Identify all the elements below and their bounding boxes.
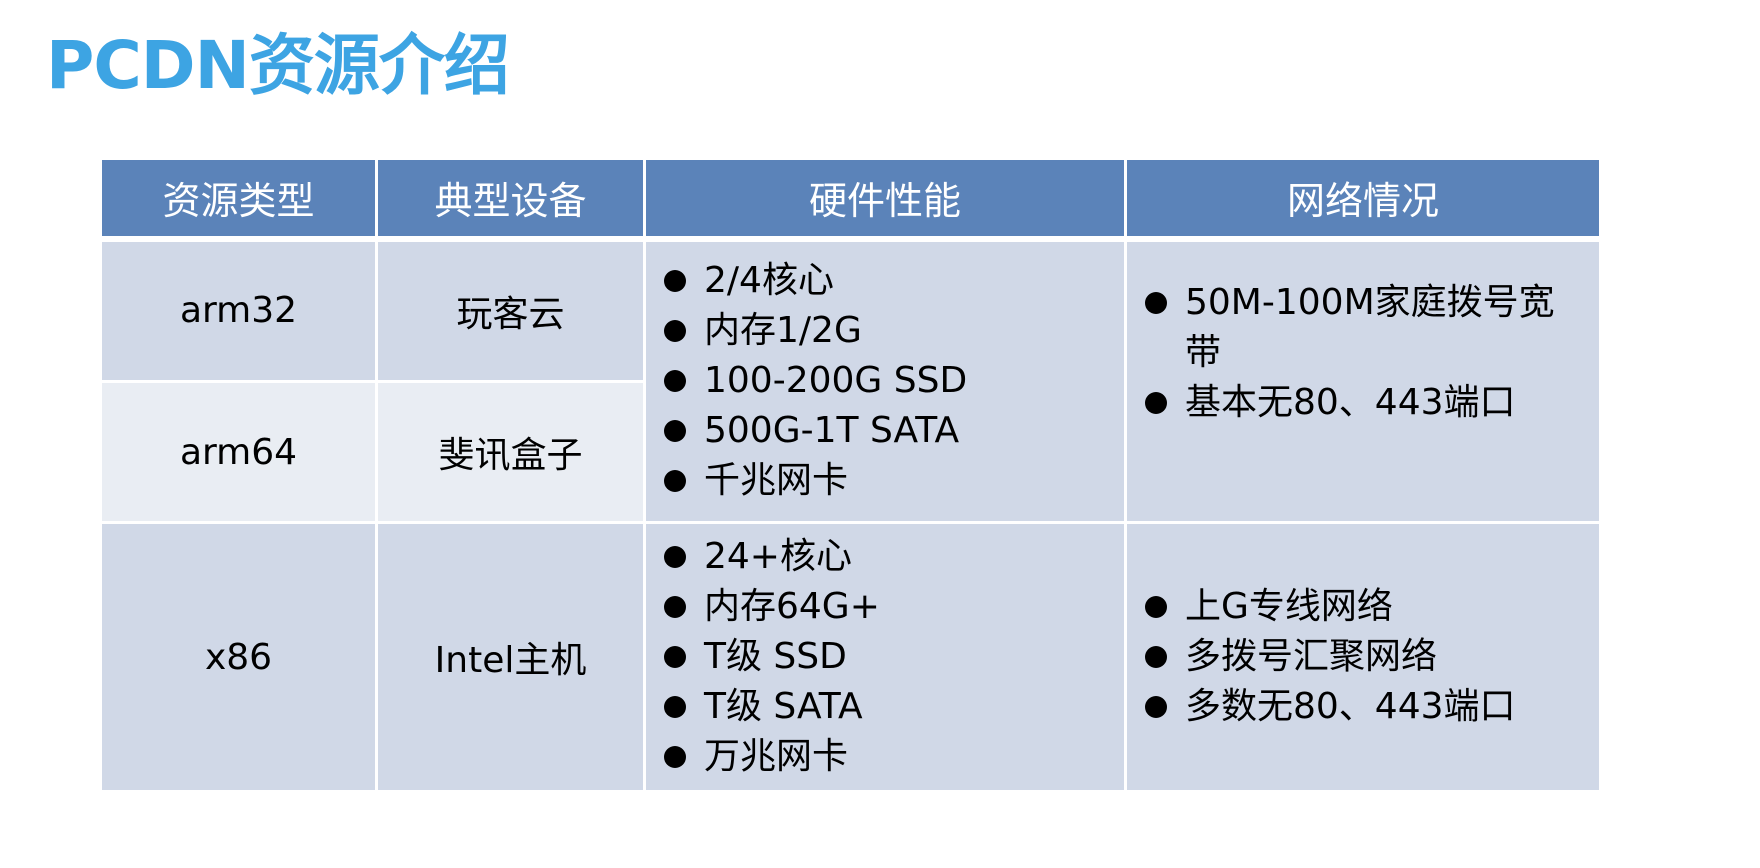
bullet-icon — [664, 270, 686, 293]
bullet-icon — [1145, 696, 1167, 718]
bullet-icon — [664, 746, 686, 768]
list-item: 50M-100M家庭拨号宽带 — [1127, 278, 1579, 378]
list-item: 2/4核心 — [646, 256, 1124, 306]
table-row: arm32 玩客云 2/4核心 内存1/2G 100-200G SSD 500G… — [99, 237, 1602, 524]
table-header-row: 资源类型 典型设备 硬件性能 网络情况 — [99, 157, 1602, 240]
list-item: T级 SSD — [646, 632, 1124, 682]
cell-resource-type: arm64 — [99, 380, 378, 524]
header-network: 网络情况 — [1124, 157, 1602, 240]
bullet-icon — [1145, 391, 1167, 414]
bullet-icon — [1145, 646, 1167, 668]
cell-arm-hardware: 2/4核心 内存1/2G 100-200G SSD 500G-1T SATA 千… — [643, 237, 1127, 524]
x86-network-list: 上G专线网络 多拨号汇聚网络 多数无80、443端口 — [1127, 582, 1579, 732]
header-hardware: 硬件性能 — [643, 157, 1127, 240]
arm-hardware-list: 2/4核心 内存1/2G 100-200G SSD 500G-1T SATA 千… — [646, 256, 1124, 506]
bullet-icon — [1145, 291, 1167, 314]
bullet-icon — [664, 696, 686, 718]
bullet-icon — [664, 596, 686, 618]
cell-device: Intel主机 — [375, 521, 646, 793]
list-item: 千兆网卡 — [646, 456, 1124, 506]
cell-device: 斐讯盒子 — [375, 380, 646, 524]
list-item: 内存1/2G — [646, 306, 1124, 356]
resource-table: 资源类型 典型设备 硬件性能 网络情况 arm32 玩客云 2/4核心 内存1/… — [99, 157, 1602, 793]
list-item: 万兆网卡 — [646, 732, 1124, 782]
list-item: 24+核心 — [646, 532, 1124, 582]
list-item: T级 SATA — [646, 682, 1124, 732]
cell-arm-network: 50M-100M家庭拨号宽带 基本无80、443端口 — [1124, 237, 1602, 524]
bullet-icon — [664, 470, 686, 493]
bullet-icon — [664, 646, 686, 668]
list-item: 100-200G SSD — [646, 356, 1124, 406]
x86-hardware-list: 24+核心 内存64G+ T级 SSD T级 SATA 万兆网卡 — [646, 532, 1124, 782]
bullet-icon — [664, 546, 686, 568]
bullet-icon — [664, 420, 686, 443]
arm-network-list: 50M-100M家庭拨号宽带 基本无80、443端口 — [1127, 278, 1579, 428]
cell-x86-hardware: 24+核心 内存64G+ T级 SSD T级 SATA 万兆网卡 — [643, 521, 1127, 793]
header-resource-type: 资源类型 — [99, 157, 378, 240]
list-item: 上G专线网络 — [1127, 582, 1579, 632]
cell-x86-network: 上G专线网络 多拨号汇聚网络 多数无80、443端口 — [1124, 521, 1602, 793]
list-item: 多拨号汇聚网络 — [1127, 632, 1579, 682]
cell-resource-type: x86 — [99, 521, 378, 793]
list-item: 500G-1T SATA — [646, 406, 1124, 456]
table-row: arm64 斐讯盒子 — [99, 380, 1601, 524]
page-title: PCDN资源介绍 — [46, 27, 510, 104]
table-row: x86 Intel主机 24+核心 内存64G+ T级 SSD T级 SATA … — [99, 521, 1602, 793]
cell-resource-type: arm32 — [99, 237, 378, 383]
bullet-icon — [664, 370, 686, 393]
header-typical-device: 典型设备 — [375, 157, 646, 240]
list-item: 多数无80、443端口 — [1127, 682, 1579, 732]
list-item: 内存64G+ — [646, 582, 1124, 632]
bullet-icon — [1145, 596, 1167, 618]
list-item: 基本无80、443端口 — [1127, 378, 1579, 428]
cell-device: 玩客云 — [375, 237, 646, 383]
bullet-icon — [664, 320, 686, 343]
